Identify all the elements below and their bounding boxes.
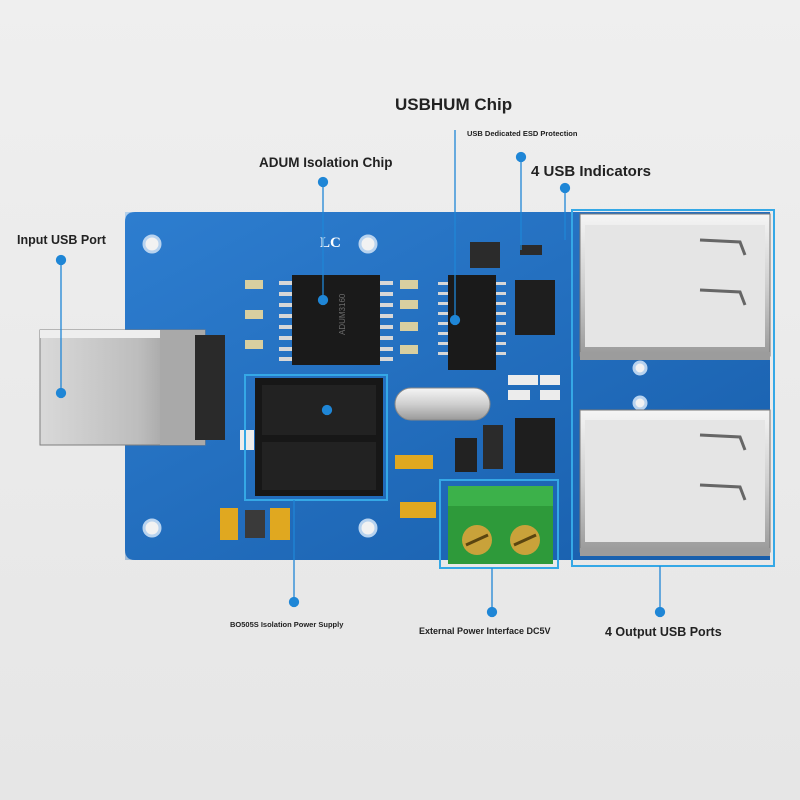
silkscreen-logo: LC (320, 235, 341, 251)
label-output-usb: 4 Output USB Ports (605, 625, 722, 639)
label-external-power: External Power Interface DC5V (419, 626, 551, 636)
label-power-supply: BO505S Isolation Power Supply (230, 620, 344, 629)
chip-marking: ADUM3160 (338, 293, 347, 335)
output-usb-ports (579, 213, 771, 556)
input-usb-port (39, 329, 225, 446)
label-esd-protection: USB Dedicated ESD Protection (467, 129, 578, 138)
highlight-boxes (244, 209, 775, 569)
label-adum-chip: ADUM Isolation Chip (259, 155, 393, 170)
label-usbhum-chip: USBHUM Chip (395, 95, 513, 114)
callout-lines (55, 130, 666, 618)
isolation-power-module (255, 378, 383, 496)
crystal (394, 387, 491, 421)
usbhub-chip (438, 275, 506, 370)
label-usb-indicators: 4 USB Indicators (531, 163, 652, 180)
terminal-block (448, 486, 553, 564)
mounting-holes (142, 234, 648, 538)
adum-chip: ADUM3160 (279, 275, 393, 365)
smd-components (220, 242, 560, 540)
label-input-usb: Input USB Port (17, 233, 106, 247)
